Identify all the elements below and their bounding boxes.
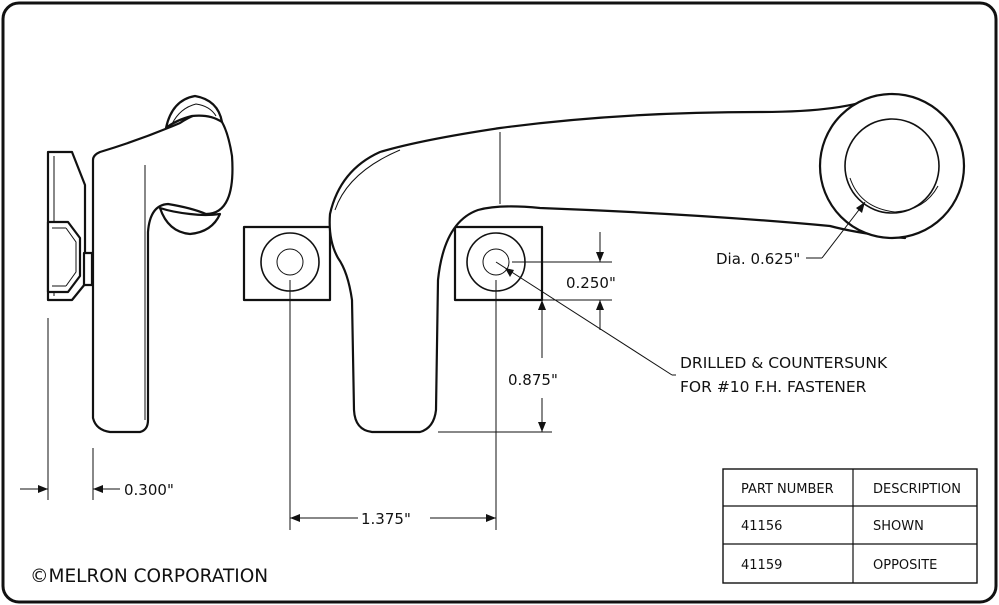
side-view — [20, 94, 234, 500]
dim-thickness-label: 0.300" — [124, 481, 174, 499]
front-view — [242, 92, 966, 530]
dim-ring-diameter-label: Dia. 0.625" — [716, 250, 800, 268]
table-row-1-part: 41156 — [741, 519, 782, 534]
dim-hole-to-edge-label: 0.250" — [566, 274, 616, 292]
table-row-1-desc: SHOWN — [873, 519, 924, 534]
dim-height-label: 0.875" — [508, 371, 558, 389]
table-header-description: DESCRIPTION — [873, 482, 961, 497]
table-row-2-part: 41159 — [741, 558, 782, 573]
copyright-label: ©MELRON CORPORATION — [30, 566, 268, 587]
note-line-2: FOR #10 F.H. FASTENER — [680, 378, 867, 396]
note-line-1: DRILLED & COUNTERSUNK — [680, 354, 888, 372]
dim-hole-spacing-label: 1.375" — [361, 510, 411, 528]
table-row-2-desc: OPPOSITE — [873, 558, 937, 573]
part-table — [722, 468, 978, 584]
table-header-part-number: PART NUMBER — [741, 482, 834, 497]
